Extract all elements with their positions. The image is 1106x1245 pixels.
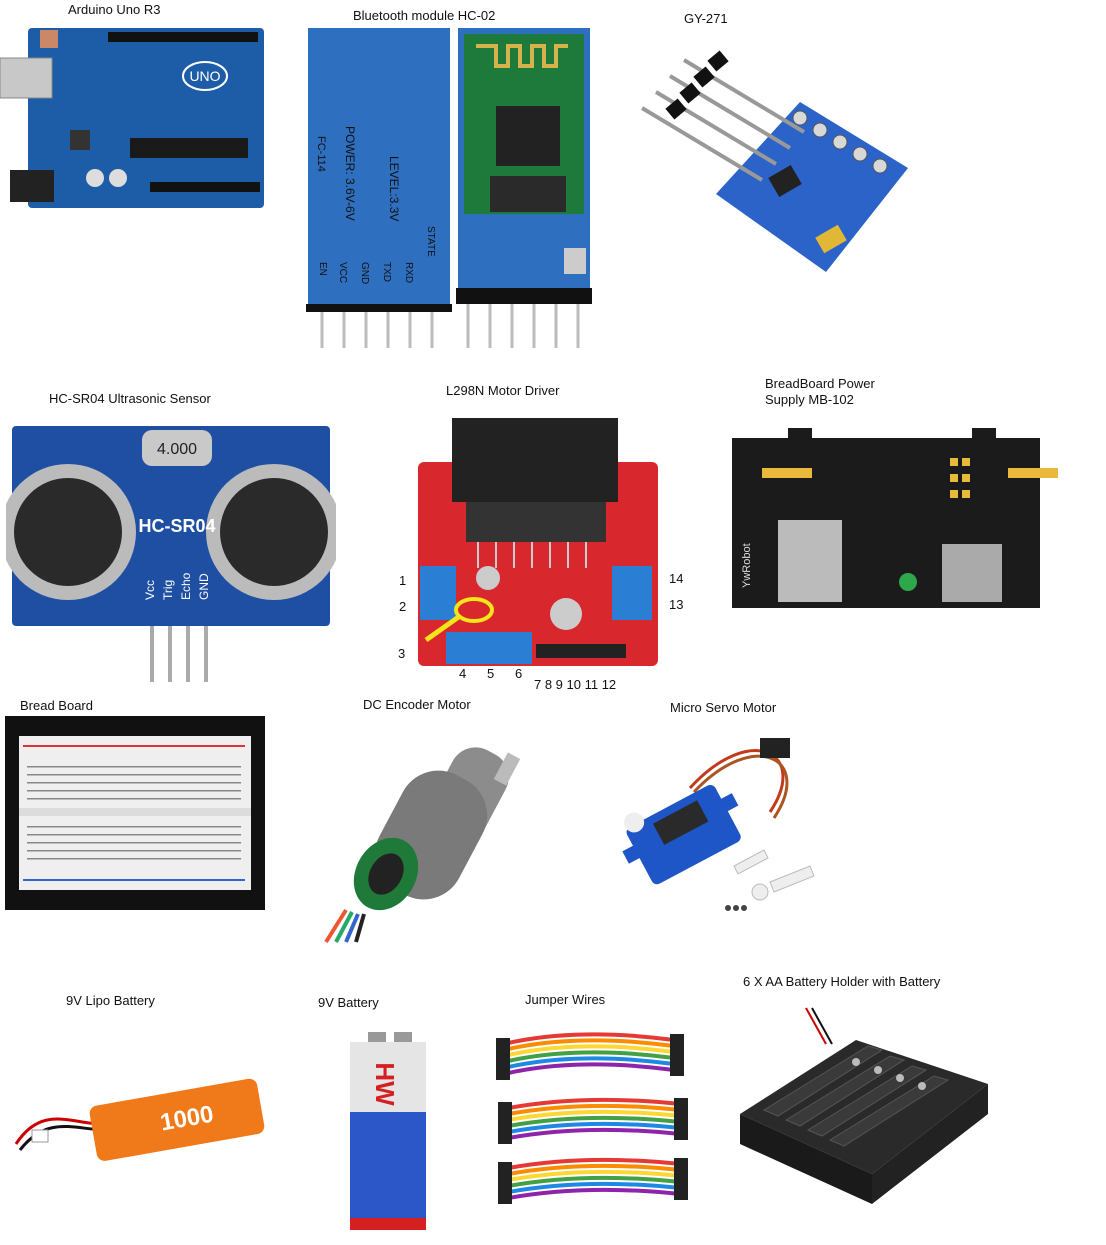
sr04-pin-gnd: GND: [197, 573, 211, 600]
bt-pin-en: EN: [317, 262, 328, 276]
l298n-pin-13: 13: [669, 597, 684, 612]
uno-logo-text: UNO: [189, 68, 220, 84]
sr04-crystal-text: 4.000: [157, 441, 197, 458]
sr04-model-text: HC-SR04: [138, 516, 215, 536]
l298n-pin-3: 3: [398, 646, 406, 661]
bt-level-text: LEVEL:3.3V: [387, 156, 401, 221]
lipo-battery-photo: 1000: [12, 1064, 268, 1206]
breadboard-photo: [5, 716, 265, 910]
l298n-pin-4: 4: [459, 666, 467, 681]
caption-arduino: Arduino Uno R3: [68, 2, 161, 17]
bluetooth-back-photo: POWER: 3.6V-6V LEVEL:3.3V FC-114 EN VCC …: [306, 26, 452, 350]
gy271-photo: [622, 44, 912, 282]
caption-l298n: L298N Motor Driver: [446, 383, 560, 398]
dc-encoder-motor-photo: [316, 720, 526, 944]
caption-breadboard: Bread Board: [20, 698, 93, 713]
hc-sr04-photo: 4.000 HC-SR04 Vcc Trig Echo GND: [6, 420, 336, 686]
sr04-pin-trig: Trig: [161, 580, 175, 600]
bt-pin-vcc: VCC: [337, 262, 348, 283]
mb102-brand-text: YwRobot: [741, 543, 753, 588]
bt-pin-gnd: GND: [359, 262, 370, 284]
caption-aa-holder: 6 X AA Battery Holder with Battery: [743, 974, 941, 989]
arduino-uno-photo: UNO: [0, 20, 272, 212]
battery-brand-text: HW: [370, 1062, 400, 1106]
caption-gy271: GY-271: [684, 11, 728, 26]
caption-lipo: 9V Lipo Battery: [66, 993, 155, 1008]
l298n-photo: [416, 418, 662, 668]
caption-bluetooth: Bluetooth module HC-02: [353, 8, 496, 23]
caption-ultrasonic: HC-SR04 Ultrasonic Sensor: [49, 391, 211, 406]
mb102-photo: YwRobot: [732, 428, 1062, 608]
bt-pin-rxd: RXD: [403, 262, 414, 283]
caption-jumpers: Jumper Wires: [525, 992, 606, 1007]
bt-model-text: FC-114: [315, 136, 327, 172]
sr04-pin-echo: Echo: [179, 572, 193, 600]
l298n-pin-6: 6: [515, 666, 523, 681]
bt-power-text: POWER: 3.6V-6V: [343, 126, 357, 221]
l298n-pin-2: 2: [399, 599, 407, 614]
caption-dc-motor: DC Encoder Motor: [363, 697, 471, 712]
l298n-pin-14: 14: [669, 571, 684, 586]
l298n-pin-5: 5: [487, 666, 495, 681]
jumper-wires-photo: [494, 1018, 694, 1216]
caption-9v-battery: 9V Battery: [318, 995, 379, 1010]
bt-pin-txd: TXD: [381, 262, 392, 282]
bluetooth-front-photo: [456, 26, 592, 350]
caption-breadboard-power: BreadBoard Power Supply MB-102: [765, 376, 875, 407]
l298n-pin-1: 1: [399, 573, 407, 588]
sr04-pin-vcc: Vcc: [143, 580, 157, 600]
bt-pin-state: STATE: [425, 226, 436, 257]
aa-battery-holder-photo: [736, 1004, 992, 1210]
micro-servo-photo: [610, 732, 826, 922]
9v-battery-photo: HW: [346, 1028, 430, 1232]
l298n-pins-7-12: 7 8 9 10 11 12: [534, 677, 617, 692]
caption-servo: Micro Servo Motor: [670, 700, 777, 715]
